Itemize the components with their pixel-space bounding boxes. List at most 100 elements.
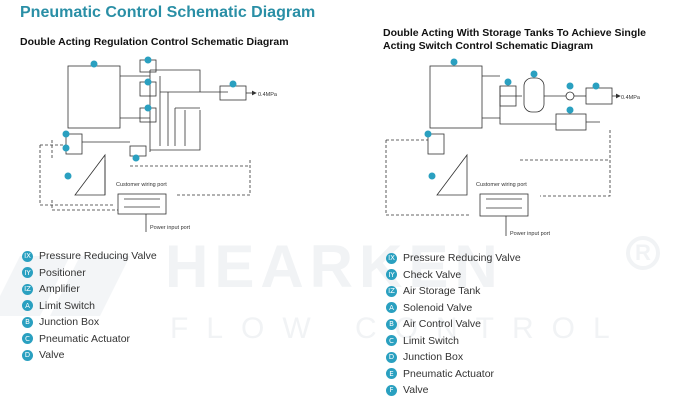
diagram1-actuator [74, 153, 106, 196]
diagram2-solenoid-box [429, 65, 483, 129]
legend-badge: D [386, 351, 397, 363]
legend-badge: C [22, 333, 33, 345]
diagram1-limit-switch [65, 133, 83, 155]
legend-badge: E [386, 368, 397, 380]
legend-item: IY Positioner [22, 265, 157, 282]
legend-label: Junction Box [39, 316, 100, 329]
diagram2-customer-port-label: Customer wiring port [476, 182, 527, 188]
diagram1-junction-box [117, 193, 167, 215]
diagram2-storage-tank [523, 77, 545, 113]
diagram1-marker [144, 78, 152, 86]
legend-badge: IX [386, 252, 397, 264]
legend-badge: A [22, 300, 33, 312]
diagram2-schematic [385, 65, 621, 236]
diagram1-pipe [120, 75, 150, 119]
diagram2-marker [450, 58, 458, 66]
diagram1-pressure-label: 0.4MPa [258, 92, 278, 98]
legend-label: Pneumatic Actuator [403, 367, 495, 380]
legend-item: C Pneumatic Actuator [22, 331, 157, 348]
brand-watermark: HEARKEN [165, 233, 504, 300]
diagram2-wiring [385, 130, 611, 216]
legend-badge: IZ [22, 283, 33, 295]
legend-item: B Junction Box [22, 314, 157, 331]
diagram2-junction-box [479, 193, 529, 217]
legend-label: Limit Switch [39, 299, 96, 312]
legend-label: Valve [403, 384, 429, 397]
legend-badge: A [386, 302, 397, 314]
diagram1-connector [129, 145, 147, 157]
legend-item: D Valve [22, 347, 157, 364]
legend-badge: IX [22, 250, 33, 262]
legend-label: Solenoid Valve [403, 301, 473, 314]
diagram2-marker [428, 172, 436, 180]
diagram1-positioner-box [67, 65, 121, 129]
diagram2-air-control-valve [499, 85, 517, 107]
diagram2-pressure-label: 0.4MPa [621, 95, 641, 101]
diagram2-marker [530, 70, 538, 78]
legend-item: IY Check Valve [386, 267, 521, 284]
diagram1-wiring [51, 140, 118, 211]
legend-item: E Pneumatic Actuator [386, 366, 521, 383]
legend-item: IX Pressure Reducing Valve [386, 250, 521, 267]
diagram2-solenoid-valve [555, 113, 587, 131]
diagram1-marker [144, 104, 152, 112]
diagram1-marker [62, 144, 70, 152]
diagram2-markers [424, 58, 600, 180]
diagram2-pipe [499, 118, 600, 125]
diagram1-wiring [39, 144, 251, 206]
diagram1-marker [64, 172, 72, 180]
diagram2-title: Double Acting With Storage Tanks To Achi… [383, 27, 647, 52]
diagram1-marker [229, 80, 237, 88]
diagram1-pipe [149, 69, 228, 152]
legend-badge: IY [22, 267, 33, 279]
diagram1-pipe [150, 92, 201, 151]
diagram2-check-valve [565, 91, 575, 101]
legend-badge: B [22, 316, 33, 328]
diagram1-legend: IX Pressure Reducing Valve IY Positioner I… [22, 248, 157, 364]
legend-item: IX Pressure Reducing Valve [22, 248, 157, 265]
registered-mark-watermark: R [626, 236, 660, 270]
diagram2-terminals [486, 198, 522, 209]
diagram2-marker [566, 82, 574, 90]
diagram1-schematic [39, 59, 257, 232]
legend-item: IZ Amplifier [22, 281, 157, 298]
legend-item: A Limit Switch [22, 298, 157, 315]
diagram1-power-port-label: Power input port [150, 225, 191, 231]
legend-item: A Solenoid Valve [386, 300, 521, 317]
legend-item: B Air Control Valve [386, 316, 521, 333]
diagram2-pressure-reducing-valve [585, 87, 613, 105]
diagram2-power-port-label: Power input port [510, 231, 551, 237]
legend-label: Air Control Valve [403, 318, 482, 331]
legend-label: Valve [39, 349, 65, 362]
diagram1-customer-port-label: Customer wiring port [116, 182, 167, 188]
legend-label: Pressure Reducing Valve [403, 252, 521, 265]
legend-item: D Junction Box [386, 349, 521, 366]
diagram1-marker [132, 154, 140, 162]
legend-label: Junction Box [403, 351, 464, 364]
diagram1-marker [90, 60, 98, 68]
legend-label: Pressure Reducing Valve [39, 250, 157, 263]
legend-label: Positioner [39, 266, 86, 279]
legend-label: Air Storage Tank [403, 285, 481, 298]
legend-badge: D [22, 349, 33, 361]
legend-badge: B [386, 318, 397, 330]
diagram2-marker [504, 78, 512, 86]
legend-badge: IY [386, 269, 397, 281]
diagram1-pressure-reducing-valve [219, 85, 247, 101]
legend-item: IZ Air Storage Tank [386, 283, 521, 300]
legend-label: Limit Switch [403, 334, 460, 347]
diagram1-marker [62, 130, 70, 138]
diagram2-actuator [436, 153, 468, 196]
legend-label: Pneumatic Actuator [39, 332, 131, 345]
legend-label: Check Valve [403, 268, 462, 281]
diagram1-title: Double Acting Regulation Control Schemat… [20, 36, 289, 48]
diagram1-terminals [124, 198, 160, 208]
diagram2-marker [592, 82, 600, 90]
diagram2-marker [424, 130, 432, 138]
legend-label: Amplifier [39, 283, 80, 296]
brand-chevron-watermark [0, 256, 130, 316]
legend-badge: IZ [386, 285, 397, 297]
